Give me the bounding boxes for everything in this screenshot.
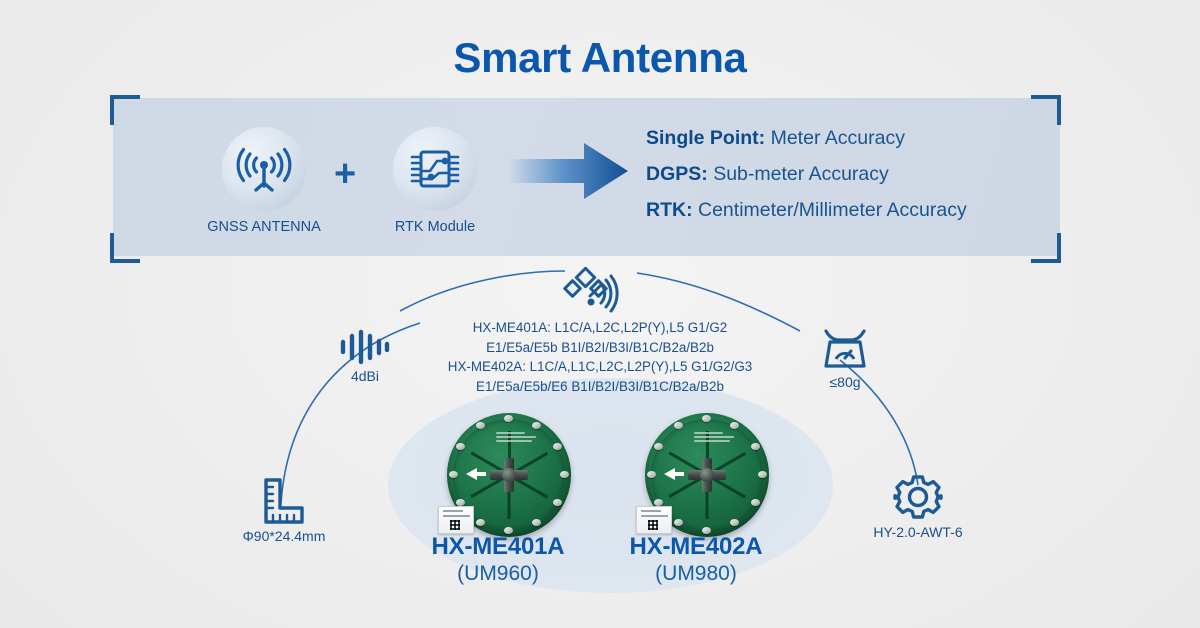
- feature-weight: ≤80g: [765, 328, 925, 390]
- feature-gain: 4dBi: [285, 329, 445, 384]
- signal-bars-icon: [340, 329, 390, 365]
- feature-arc-lines: [280, 270, 919, 504]
- accuracy-label-dgps: DGPS: [646, 163, 702, 185]
- antenna-sticker-label: [438, 506, 474, 534]
- product-name-me401a: HX-ME401A: [431, 533, 565, 560]
- feature-dimension: Φ90*24.4mm: [204, 478, 364, 544]
- specification-text: HX-ME401A: L1C/A,L2C,L2P(Y),L5 G1/G2 E1/…: [0, 318, 1200, 396]
- accuracy-label-single-point: Single Point: [646, 127, 759, 149]
- spec-line-3: HX-ME402A: L1C/A,L1C,L2C,L2P(Y),L5 G1/G2…: [447, 359, 753, 374]
- gnss-antenna-caption: GNSS ANTENNA: [207, 219, 321, 235]
- arc-left-upper: [399, 270, 566, 312]
- feature-connector: HY-2.0-AWT-6: [838, 474, 998, 540]
- gear-icon: [893, 475, 943, 519]
- product-image-me401a: [438, 410, 574, 540]
- rtk-module-icon: [393, 127, 477, 211]
- product-image-me402a: [636, 410, 772, 540]
- product-model-me401a: (UM960): [457, 562, 539, 585]
- accuracy-list: Single Point: Meter Accuracy DGPS: Sub-m…: [646, 120, 967, 228]
- accuracy-label-rtk: RTK: [646, 199, 687, 221]
- rtk-module-chip-icon: [410, 150, 460, 188]
- antenna-sticker-label: [636, 506, 672, 534]
- spec-line-2: E1/E5a/E5b B1I/B2I/B3I/B1C/B2a/B2b: [486, 339, 714, 355]
- bracket-top-left-icon: [110, 95, 140, 125]
- feature-dimension-label: Φ90*24.4mm: [242, 528, 326, 544]
- accuracy-value-rtk: Centimeter/Millimeter Accuracy: [698, 199, 967, 221]
- bracket-bottom-right-icon: [1031, 233, 1061, 263]
- weighing-scale-icon: [824, 329, 866, 368]
- accuracy-sep-2: :: [686, 199, 693, 221]
- arc-right-upper: [636, 272, 801, 332]
- ruler-corner-icon: [264, 478, 304, 524]
- product-label-me401a: HX-ME401A (UM960): [388, 533, 608, 586]
- product-name-me402a: HX-ME402A: [629, 533, 763, 560]
- antenna-silkscreen: [496, 432, 538, 452]
- arc-right-lower: [839, 359, 919, 486]
- accuracy-sep-0: :: [758, 127, 766, 149]
- satellite-signal-icon: [563, 266, 619, 313]
- spec-line-1: HX-ME401A: L1C/A,L2C,L2P(Y),L5 G1/G2: [472, 320, 728, 335]
- bracket-bottom-left-icon: [110, 233, 140, 263]
- product-label-me402a: HX-ME402A (UM980): [586, 533, 806, 586]
- rtk-module-caption: RTK Module: [394, 219, 476, 235]
- accuracy-row-dgps: DGPS: Sub-meter Accuracy: [646, 156, 967, 192]
- page-title: Smart Antenna: [453, 34, 747, 81]
- spec-line-4: E1/E5a/E5b/E6 B1I/B2I/B3I/B1C/B2a/B2b: [476, 378, 724, 394]
- antenna-direction-arrow-icon: [466, 468, 477, 480]
- gnss-antenna-icon: [222, 127, 306, 211]
- antenna-silkscreen: [694, 432, 736, 452]
- antenna-signal-icon: [236, 147, 292, 192]
- arc-left-lower: [280, 322, 421, 504]
- accuracy-value-single-point: Meter Accuracy: [770, 127, 905, 149]
- plus-symbol: +: [334, 153, 357, 195]
- product-model-me402a: (UM980): [655, 562, 737, 585]
- qr-code-icon: [648, 520, 658, 530]
- feature-connector-label: HY-2.0-AWT-6: [873, 524, 963, 540]
- right-arrow-icon: [510, 143, 628, 199]
- accuracy-row-rtk: RTK: Centimeter/Millimeter Accuracy: [646, 192, 967, 228]
- antenna-direction-arrow-icon: [664, 468, 675, 480]
- accuracy-value-dgps: Sub-meter Accuracy: [713, 163, 889, 185]
- accuracy-sep-1: :: [701, 163, 708, 185]
- accuracy-row-single-point: Single Point: Meter Accuracy: [646, 120, 967, 156]
- feature-gain-label: 4dBi: [350, 368, 380, 384]
- qr-code-icon: [450, 520, 460, 530]
- bracket-top-right-icon: [1031, 95, 1061, 125]
- feature-weight-label: ≤80g: [829, 374, 861, 390]
